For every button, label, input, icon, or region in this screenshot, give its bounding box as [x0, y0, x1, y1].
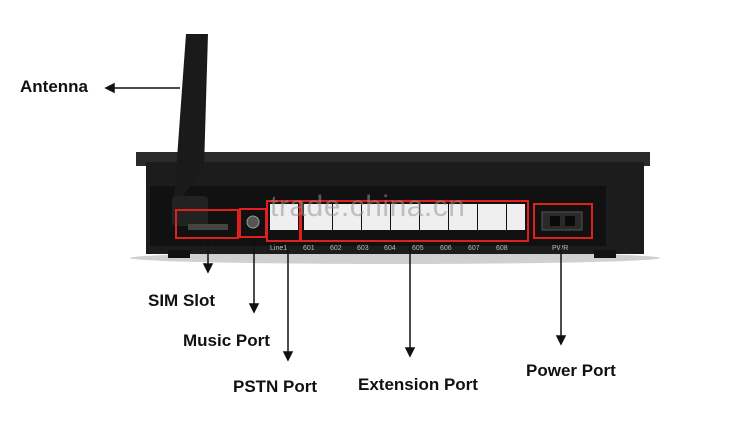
line1-label: Line1	[270, 245, 287, 252]
sim-slot-label: SIM Slot	[148, 291, 216, 310]
extension-jack	[420, 204, 448, 230]
power-port-label: Power Port	[526, 361, 616, 380]
ext-label: 602	[330, 245, 342, 252]
sim-slot-opening	[188, 224, 228, 230]
extension-jack	[304, 204, 332, 230]
pstn-port-arrowhead	[282, 351, 294, 362]
power-pin	[565, 216, 575, 226]
ext-label: 605	[412, 245, 424, 252]
antenna-arrowhead	[104, 82, 115, 94]
callout-arrows	[104, 82, 567, 362]
sim-slot-highlight	[175, 209, 239, 239]
extension-jack	[507, 204, 525, 230]
music-port-arrowhead	[248, 303, 260, 314]
antenna-label: Antenna	[20, 77, 88, 96]
extension-port-arrowhead	[404, 347, 416, 358]
watermark: trade.china.cn	[270, 190, 466, 223]
ext-label: 604	[384, 245, 396, 252]
power-pin	[550, 216, 560, 226]
extension-jack	[333, 204, 361, 230]
music-port-label: Music Port	[183, 331, 270, 350]
antenna	[172, 34, 208, 226]
antenna-body	[174, 34, 208, 200]
device-shadow	[130, 252, 660, 264]
pwr-label: PWR	[552, 245, 568, 252]
extension-jack	[362, 204, 390, 230]
port-labels: Line1 601 602 603 604 605 606 607 608 PW…	[270, 245, 568, 252]
device-foot-left	[168, 250, 190, 258]
power-port-arrowhead	[555, 335, 567, 346]
sim-slot-arrowhead	[202, 263, 214, 274]
extension-jack	[478, 204, 506, 230]
device-foot-right	[594, 250, 616, 258]
extension-jack	[391, 204, 419, 230]
power-port-jack	[541, 211, 583, 231]
extension-port-highlight	[299, 200, 529, 242]
ext-label: 601	[303, 245, 315, 252]
ext-label: 608	[496, 245, 508, 252]
extension-port-label: Extension Port	[358, 375, 478, 394]
extension-jack	[449, 204, 477, 230]
music-port-jack	[246, 215, 260, 229]
ext-label: 607	[468, 245, 480, 252]
ext-label: 603	[357, 245, 369, 252]
extension-port-jacks	[304, 204, 525, 230]
pstn-port-jack	[270, 204, 298, 230]
ext-label: 606	[440, 245, 452, 252]
power-port-highlight	[533, 203, 593, 239]
pstn-port-label: PSTN Port	[233, 377, 318, 396]
